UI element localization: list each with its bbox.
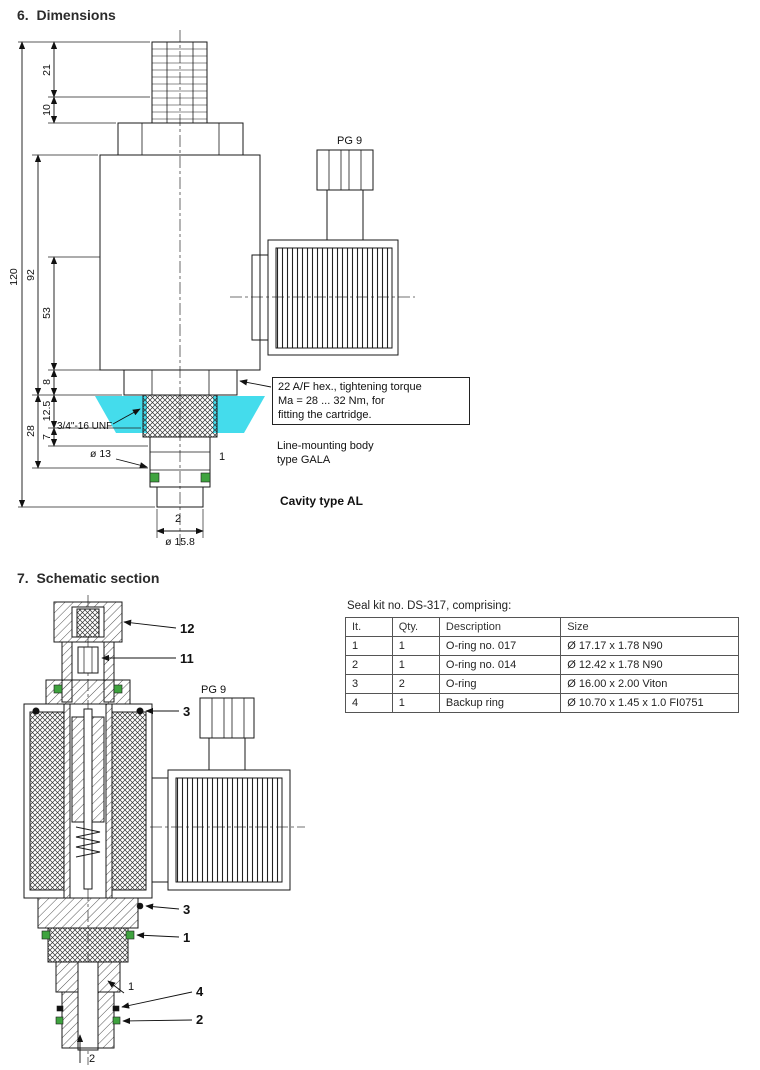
callout-leaders xyxy=(76,619,193,1063)
dim-21: 21 xyxy=(41,64,53,76)
table-row: 3 2 O-ring Ø 16.00 x 2.00 Viton xyxy=(345,674,739,694)
seal-kit-table: It. Qty. Description Size 1 1 O-ring no.… xyxy=(345,617,739,713)
col-header-it: It. xyxy=(345,617,393,637)
table-cell: O-ring xyxy=(438,674,562,694)
callout-1: 1 xyxy=(183,930,190,945)
thread-label: 3/4"-16 UNF xyxy=(57,421,112,432)
callout-labels: 12 11 3 3 1 4 2 xyxy=(180,621,204,1027)
dim-12-5: 12.5 xyxy=(41,401,53,422)
torque-note-line3: fitting the cartridge. xyxy=(278,409,372,422)
leader-lines xyxy=(112,379,272,469)
o-ring-seals xyxy=(149,472,211,483)
table-cell: 1 xyxy=(345,636,393,656)
torque-note-line1: 22 A/F hex., tightening torque xyxy=(278,381,422,393)
callout-11: 11 xyxy=(180,651,194,666)
o-ring-dot xyxy=(32,707,40,715)
body-note-line2: type GALA xyxy=(277,454,331,467)
dim-dia-15-8: ø 15.8 xyxy=(165,536,195,548)
port-1-label: 1 xyxy=(128,981,134,993)
dimensions-drawing: 120 92 28 21 10 53 8 12.5 7 ø 15.8 PG 9 … xyxy=(8,30,415,548)
dimension-lines xyxy=(18,41,204,535)
table-cell: O-ring no. 017 xyxy=(438,636,562,656)
table-cell: Ø 12.42 x 1.78 N90 xyxy=(560,655,739,675)
dim-92: 92 xyxy=(25,269,37,281)
drawing-labels: PG 9 3/4"-16 UNF ø 13 1 2 xyxy=(57,135,362,525)
thread-hatch-top xyxy=(152,48,207,120)
table-cell: 4 xyxy=(345,693,393,713)
valve-body-outline xyxy=(99,41,261,508)
pg9-label: PG 9 xyxy=(337,135,362,147)
table-cell: Ø 16.00 x 2.00 Viton xyxy=(560,674,739,694)
table-cell: Ø 10.70 x 1.45 x 1.0 FI0751 xyxy=(560,693,739,713)
table-cell: Backup ring xyxy=(438,693,562,713)
dim-120: 120 xyxy=(8,268,20,286)
connector-outline xyxy=(151,697,291,891)
col-header-size: Size xyxy=(560,617,739,637)
mounting-face-highlight xyxy=(95,396,265,433)
dim-8: 8 xyxy=(41,379,53,385)
callout-3-upper: 3 xyxy=(183,704,190,719)
schematic-drawing: 12 11 3 3 1 4 2 1 2 PG 9 xyxy=(23,595,305,1065)
torque-note-line2: Ma = 28 ... 32 Nm, for xyxy=(278,395,385,408)
dim-10: 10 xyxy=(41,104,53,116)
port2-label: 2 xyxy=(175,513,181,525)
table-cell: 2 xyxy=(345,655,393,675)
table-cell: 1 xyxy=(391,655,440,675)
dia13-label: ø 13 xyxy=(90,448,111,460)
section-7-title: 7. Schematic section xyxy=(17,570,160,586)
section-6-title: 6. Dimensions xyxy=(17,7,116,23)
dimension-labels: 120 92 28 21 10 53 8 12.5 7 ø 15.8 xyxy=(8,64,195,548)
pg9-label: PG 9 xyxy=(201,684,226,696)
table-cell: Ø 17.17 x 1.78 N90 xyxy=(560,636,739,656)
table-cell: 3 xyxy=(345,674,393,694)
port-2-label: 2 xyxy=(89,1053,95,1065)
table-cell: 2 xyxy=(391,674,440,694)
seal-kit-panel: Seal kit no. DS-317, comprising: It. Qty… xyxy=(345,600,739,713)
seal-kit-caption: Seal kit no. DS-317, comprising: xyxy=(347,600,512,612)
o-ring-dot xyxy=(136,902,144,910)
table-cell: 1 xyxy=(391,636,440,656)
table-cell: O-ring no. 014 xyxy=(438,655,562,675)
body-note-line1: Line-mounting body xyxy=(277,440,374,452)
table-cell: 1 xyxy=(391,693,440,713)
callout-3-lower: 3 xyxy=(183,902,190,917)
table-row: 4 1 Backup ring Ø 10.70 x 1.45 x 1.0 FI0… xyxy=(345,693,739,713)
seal-elements xyxy=(32,684,144,1025)
port1-label: 1 xyxy=(219,451,225,463)
body-note: Line-mounting body type GALA xyxy=(277,439,374,467)
port-labels: 1 2 PG 9 xyxy=(89,684,226,1065)
callout-4: 4 xyxy=(196,984,204,999)
connector-outline xyxy=(251,149,399,356)
extension-lines xyxy=(18,41,204,538)
dim-53: 53 xyxy=(41,307,53,319)
callout-12: 12 xyxy=(180,621,194,636)
dim-7: 7 xyxy=(41,434,53,440)
table-header-row: It. Qty. Description Size xyxy=(345,617,739,637)
o-ring-dot xyxy=(136,707,144,715)
cavity-note: Cavity type AL xyxy=(280,494,363,508)
callout-2: 2 xyxy=(196,1012,203,1027)
col-header-desc: Description xyxy=(438,617,562,637)
torque-note: 22 A/F hex., tightening torque Ma = 28 .… xyxy=(272,377,470,426)
dim-28: 28 xyxy=(25,425,37,437)
table-row: 1 1 O-ring no. 017 Ø 17.17 x 1.78 N90 xyxy=(345,636,739,656)
table-row: 2 1 O-ring no. 014 Ø 12.42 x 1.78 N90 xyxy=(345,655,739,675)
col-header-qty: Qty. xyxy=(391,617,440,637)
